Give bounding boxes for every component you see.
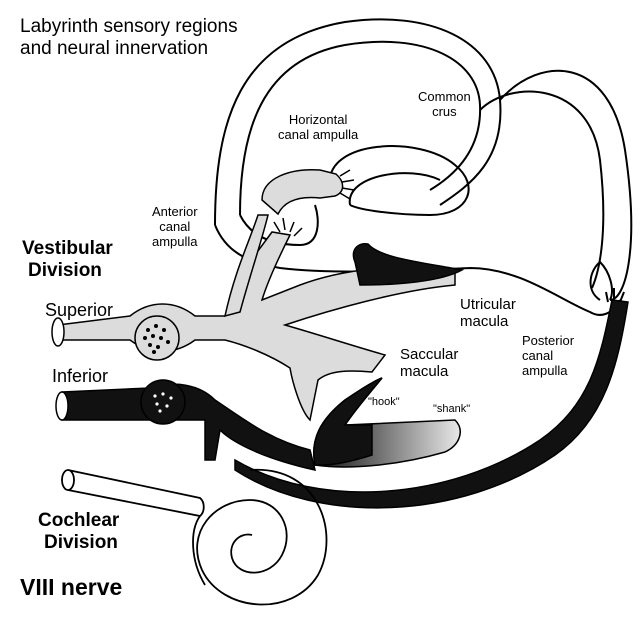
label-hook: "hook" <box>368 396 400 409</box>
label-viii-nerve: VIII nerve <box>20 574 122 600</box>
label-inferior: Inferior <box>52 366 108 387</box>
label-superior: Superior <box>45 300 113 321</box>
label-shank: "shank" <box>433 403 470 416</box>
saccular-macula-shape <box>314 378 460 467</box>
horizontal-ampulla-bulb <box>262 170 354 214</box>
label-cochlear-division: Cochlear Division <box>38 510 119 554</box>
label-vestibular-division: Vestibular Division <box>22 238 113 282</box>
